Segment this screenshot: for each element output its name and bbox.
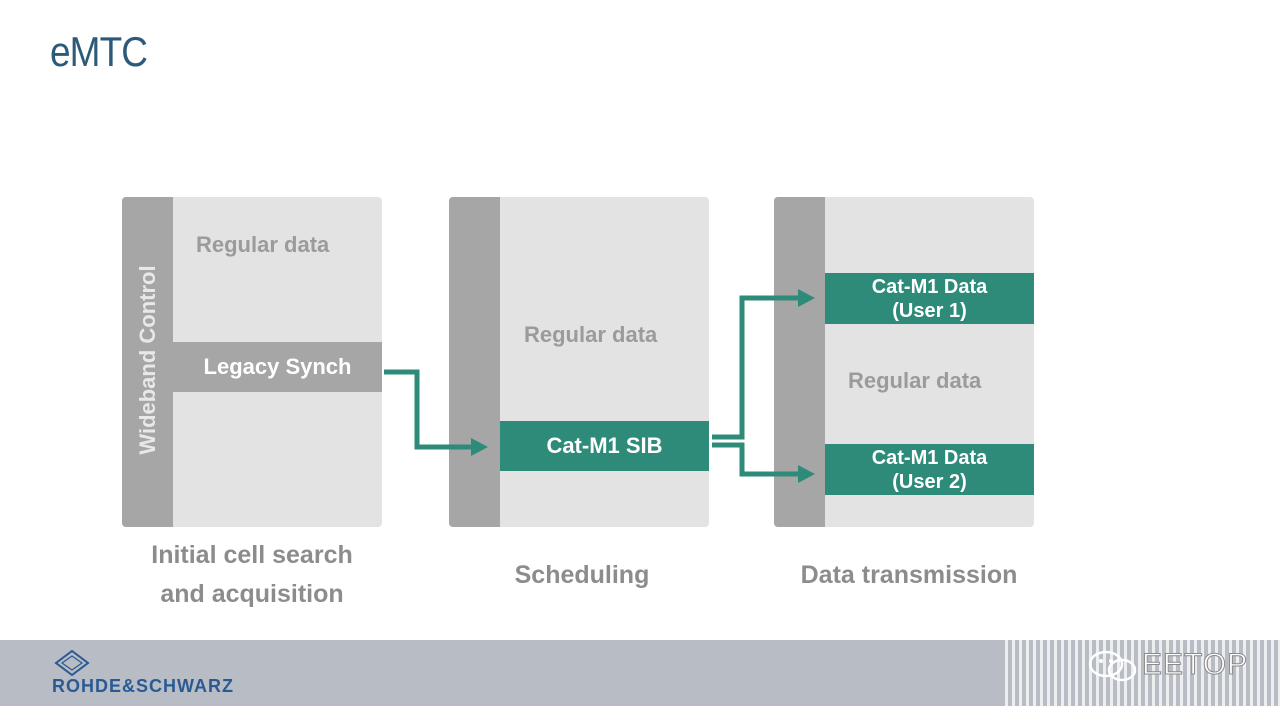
user1-label: (User 1)	[892, 299, 967, 322]
arrow-legacy-to-sib	[384, 369, 474, 450]
arrowhead-user2	[798, 465, 815, 483]
cat-m1-sib-label: Cat-M1 SIB	[546, 432, 663, 458]
cat-m1-sib-block: Cat-M1 SIB	[500, 421, 709, 471]
regular-data-label: Regular data	[524, 322, 658, 347]
panel-scheduling: Regular data Cat-M1 SIB	[449, 197, 709, 527]
panel-initial-cell-search: Regular data Legacy Synch	[122, 197, 382, 527]
arrowhead-user1	[798, 289, 815, 307]
arrow-sib-to-user1	[712, 295, 800, 440]
wechat-icon	[1088, 650, 1137, 682]
wideband-control-bar	[122, 197, 173, 527]
arrow-sib-to-user2	[712, 442, 800, 477]
caption-line: Initial cell search	[151, 541, 353, 569]
caption-initial-cell-search: Initial cell search and acquisition	[132, 536, 372, 614]
control-bar	[449, 197, 500, 527]
caption-scheduling: Scheduling	[514, 561, 650, 589]
regular-data-label: Regular data	[196, 232, 330, 257]
cat-m1-data-user1-block: Cat-M1 Data (User 1)	[825, 273, 1034, 324]
page-title: eMTC	[50, 28, 148, 75]
brand-logo-text: ROHDE&SCHWARZ	[52, 676, 234, 696]
caption-data-transmission: Data transmission	[800, 561, 1018, 589]
user2-label: (User 2)	[892, 470, 967, 493]
cat-m1-data-label: Cat-M1 Data	[871, 446, 988, 469]
legacy-synch-block: Legacy Synch	[173, 342, 382, 392]
legacy-synch-label: Legacy Synch	[203, 354, 352, 379]
cat-m1-data-user2-block: Cat-M1 Data (User 2)	[825, 444, 1034, 495]
rohde-schwarz-diamond-icon	[54, 650, 90, 676]
arrowhead-sib	[471, 438, 488, 456]
cat-m1-data-label: Cat-M1 Data	[871, 275, 988, 298]
caption-line: and acquisition	[160, 579, 344, 608]
footer-stripes	[1005, 640, 1280, 706]
regular-data-label: Regular data	[848, 368, 982, 393]
watermark-text: EETOP	[1141, 648, 1249, 682]
